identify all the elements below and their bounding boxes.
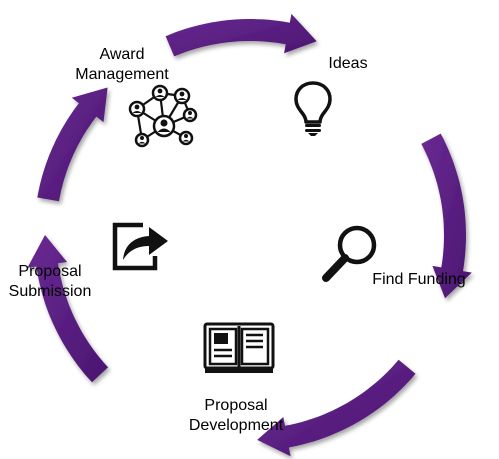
arrow-submission-to-award bbox=[37, 87, 108, 202]
label-find-funding: Find Funding bbox=[372, 271, 466, 288]
label-proposal-submission-line2: Submission bbox=[8, 283, 92, 300]
open-book-icon bbox=[203, 322, 275, 373]
arrow-funding-to-development bbox=[257, 359, 416, 457]
share-arrow-icon bbox=[112, 222, 168, 271]
label-proposal-submission-line1: Proposal bbox=[18, 263, 82, 280]
arrow-award-to-ideas bbox=[165, 13, 317, 57]
cycle-arrows bbox=[27, 13, 472, 457]
label-award-management-line2: Management bbox=[75, 66, 169, 83]
magnifying-glass-icon bbox=[322, 225, 377, 282]
label-award-management-line1: Award bbox=[99, 46, 145, 63]
people-network-icon bbox=[128, 84, 198, 148]
label-proposal-development-line2: Development bbox=[188, 417, 284, 434]
label-proposal-development-line1: Proposal bbox=[204, 397, 268, 414]
label-proposal-submission: Proposal Submission bbox=[0, 262, 100, 302]
label-ideas: Ideas bbox=[328, 55, 368, 72]
arrow-ideas-to-funding bbox=[421, 133, 472, 299]
label-award-management: Award Management bbox=[64, 45, 180, 85]
arrow-development-to-submission bbox=[27, 235, 109, 383]
label-proposal-development: Proposal Development bbox=[176, 396, 296, 436]
lightbulb-icon bbox=[294, 81, 332, 136]
